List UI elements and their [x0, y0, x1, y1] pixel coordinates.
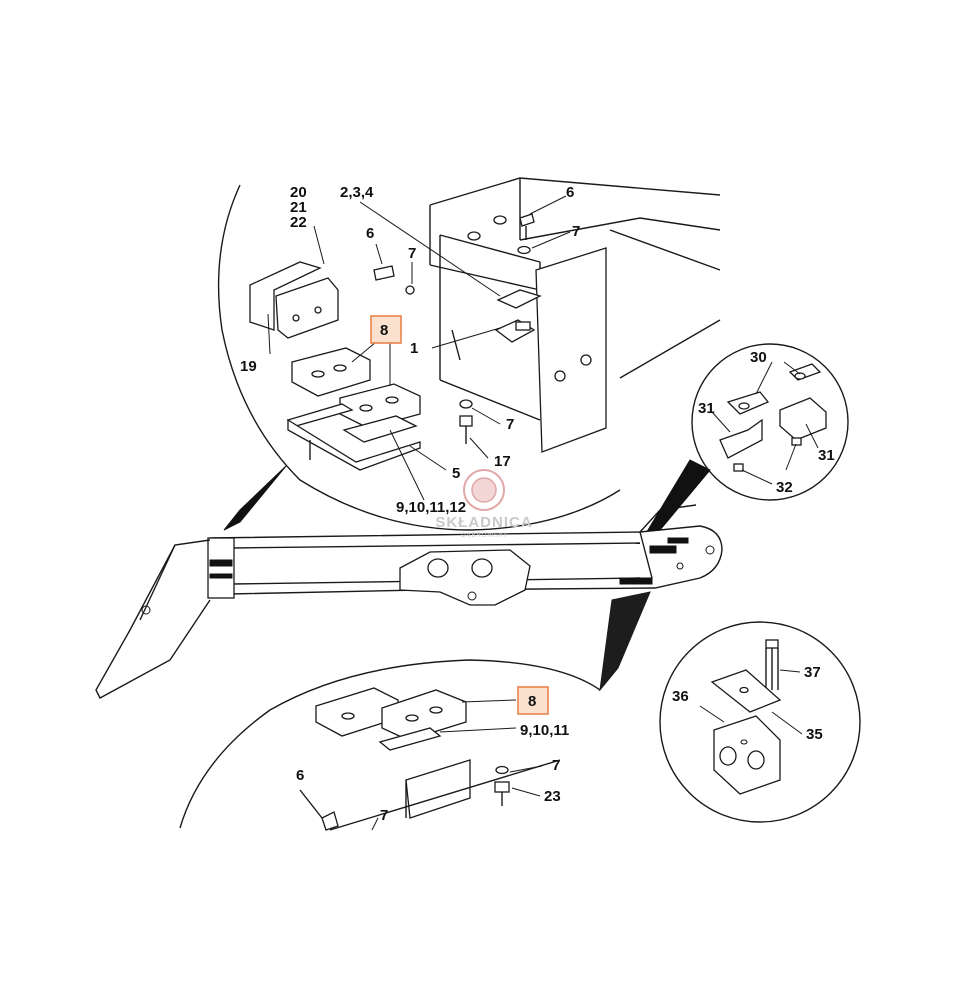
callout-7-top-right: 7	[572, 223, 580, 240]
callout-19: 19	[240, 358, 257, 375]
callout-7-top-left: 7	[408, 245, 416, 262]
bottom-detail-view	[179, 659, 601, 831]
callout-5: 5	[452, 465, 460, 482]
bottom-right-detail-view	[659, 621, 861, 823]
callout-7-bottom-left: 7	[380, 807, 388, 824]
callout-9-10-11: 9,10,11	[520, 722, 569, 739]
callout-32: 32	[776, 479, 793, 496]
top-detail-view	[217, 177, 721, 531]
callout-7-mid: 7	[506, 416, 514, 433]
callout-21: 21	[290, 199, 307, 216]
callout-31-right: 31	[818, 447, 835, 464]
callout-9-10-11-12: 9,10,11,12	[396, 499, 466, 516]
callout-30: 30	[750, 349, 767, 366]
callout-35: 35	[806, 726, 823, 743]
right-detail-view	[691, 343, 849, 501]
callout-17: 17	[494, 453, 511, 470]
zoom-connectors	[223, 459, 711, 692]
callout-37: 37	[804, 664, 821, 681]
callout-36: 36	[672, 688, 689, 705]
highlight-box-bottom	[517, 686, 549, 715]
callout-labels: 20 21 22 2,3,4 6 7 6 7 8 1 19 7 17 5 9,1…	[240, 184, 835, 824]
callout-7-bottom-right: 7	[552, 757, 560, 774]
watermark: SKŁADNICA DĄBROWSKI	[435, 469, 532, 539]
callout-6-top-right: 6	[566, 184, 574, 201]
callout-6-top-left: 6	[366, 225, 374, 242]
callout-1: 1	[410, 340, 418, 357]
boom-arm	[95, 504, 723, 699]
leader-lines	[267, 195, 819, 831]
callout-8-bottom: 8	[528, 693, 536, 710]
callout-20: 20	[290, 184, 307, 201]
callout-8-top: 8	[380, 322, 388, 339]
callout-22: 22	[290, 214, 307, 231]
highlight-box-top	[370, 315, 402, 344]
callout-6-bottom: 6	[296, 767, 304, 784]
callout-31-left: 31	[698, 400, 715, 417]
watermark-sub: DĄBROWSKI	[461, 533, 507, 539]
watermark-brand: SKŁADNICA	[435, 514, 532, 531]
callout-23: 23	[544, 788, 561, 805]
callout-2-3-4: 2,3,4	[340, 184, 374, 201]
